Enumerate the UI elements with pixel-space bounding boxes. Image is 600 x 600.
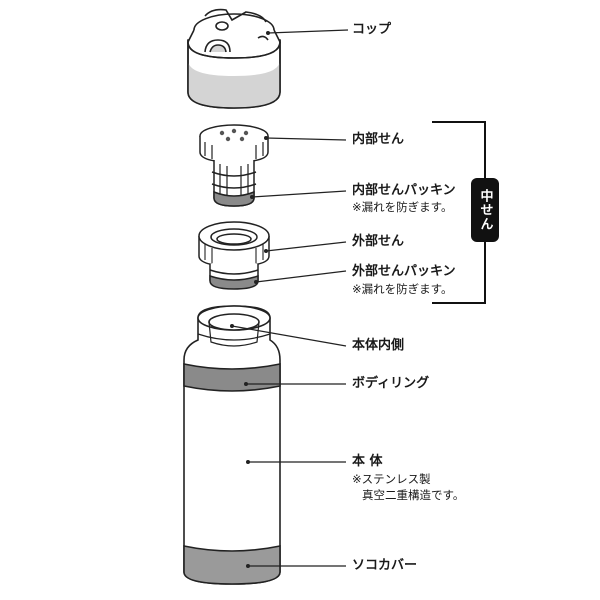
label-body: 本 体: [352, 454, 383, 469]
label-inner-stopper-packing: 内部せんパッキン: [352, 183, 456, 198]
label-outer-stopper-packing: 外部せんパッキン: [352, 264, 456, 279]
label-inner-stopper: 内部せん: [352, 132, 405, 147]
label-outer-stopper: 外部せん: [352, 234, 405, 249]
note-body-structure: 真空二重構造です。: [362, 488, 465, 502]
note-inner-packing: ※漏れを防ぎます。: [352, 200, 453, 214]
bottle-body-part: [183, 305, 281, 585]
note-outer-packing: ※漏れを防ぎます。: [352, 282, 453, 296]
label-body-ring: ボディリング: [352, 376, 430, 391]
label-cup: コップ: [352, 22, 392, 37]
leader-lines: [230, 29, 349, 568]
inner-stopper-part: [199, 124, 269, 207]
group-badge-naka-sen: 中せん: [471, 178, 499, 242]
cup-part: [187, 8, 281, 109]
label-body-inner: 本体内側: [352, 338, 405, 353]
outer-stopper-part: [198, 221, 270, 290]
label-bottom-cover: ソコカバー: [352, 558, 418, 573]
note-body-material: ※ステンレス製: [352, 472, 431, 486]
